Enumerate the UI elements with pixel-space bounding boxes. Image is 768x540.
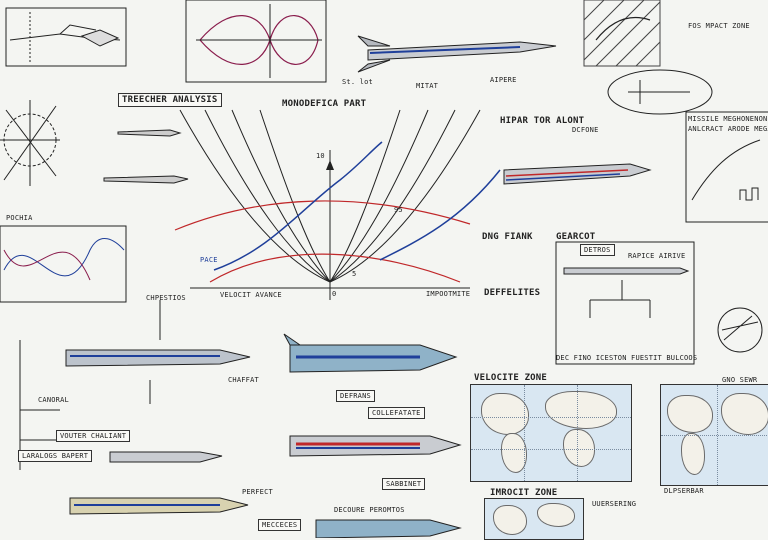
label-collefatate: COLLEFATATE xyxy=(368,407,425,419)
label-gearcot: GEARCOT xyxy=(556,232,596,242)
label-treecher-analysis: TREECHER ANALYSIS xyxy=(118,93,222,107)
label-impootmite: IMPOOTMITE xyxy=(426,290,471,298)
label-imrocit-zone: IMROCIT ZONE xyxy=(490,488,558,498)
label-deffelites: DEFFELITES xyxy=(484,288,541,298)
label-velocit-avance: VELOCIT AVANCE xyxy=(220,291,282,299)
hipar-missile xyxy=(503,163,652,185)
label-vouter: VOUTER CHALIANT xyxy=(56,430,131,442)
top-missile xyxy=(357,35,557,73)
bottom-missile xyxy=(69,497,249,515)
center-missile-2 xyxy=(289,435,462,457)
label-chpestios: CHPESTIOS xyxy=(146,294,186,302)
bottom-missile-left xyxy=(109,451,223,463)
label-mecceces: MECCECES xyxy=(258,519,302,531)
label-pocha: POCHIA xyxy=(6,214,33,222)
label-apepore: AIPERE xyxy=(490,76,517,84)
sine-box xyxy=(0,225,127,303)
label-seleb: St. lot xyxy=(342,78,373,86)
label-rapice-arive: RAPICE AIRIVE xyxy=(628,252,686,260)
label-monodefica-part: MONODEFICA PART xyxy=(282,99,367,109)
label-gno-sewr: GNO SEWR xyxy=(722,376,758,384)
right-map xyxy=(660,384,768,486)
label-perfect: PERFECT xyxy=(242,488,273,496)
left-flowchart xyxy=(19,300,161,470)
label-dec-fino: DEC FINO ICESTON FUESTIT BULCOOS xyxy=(556,354,698,362)
chart-label-0: 0 xyxy=(332,290,337,298)
label-detros: DETROS xyxy=(580,244,615,256)
label-anlcract-arode: ANLCRACT ARODE MEGA xyxy=(688,125,768,133)
velocite-map xyxy=(470,384,632,482)
label-dcfope: DCFONE xyxy=(572,126,599,134)
loop-graph xyxy=(185,0,327,83)
chart-label-10: 10 xyxy=(316,152,325,160)
label-chaffat: CHAFFAT xyxy=(228,376,259,384)
center-missile xyxy=(283,333,458,373)
bottom-center-missile xyxy=(315,519,462,538)
mid-left-missile xyxy=(65,349,251,367)
label-sabbinet: SABBINET xyxy=(382,478,426,490)
imrocit-map xyxy=(484,498,584,540)
label-decoure: DECOURE PEROMTOS xyxy=(334,506,405,514)
label-defrans: DEFRANS xyxy=(336,390,375,402)
right-circle xyxy=(717,307,763,353)
impact-oval xyxy=(607,69,713,115)
chart-label-5: 5 xyxy=(352,270,357,278)
label-fos-mpact-zone: FOS MPACT ZONE xyxy=(688,22,750,30)
label-hipar-tor-alont: HIPAR TOR ALONT xyxy=(500,116,585,126)
label-uuersuing: UUERSERING xyxy=(592,500,637,508)
top-left-diagram xyxy=(5,7,127,67)
gearcot-diagram xyxy=(555,241,695,365)
trajectory-chart xyxy=(174,109,501,300)
hatched-panel xyxy=(583,0,661,67)
label-velocite-zone: VELOCITE ZONE xyxy=(474,373,548,383)
left-small-missiles xyxy=(103,129,189,184)
label-laralogs: LARALOGS BAPERT xyxy=(18,450,93,462)
chart-label-95: 95 xyxy=(394,206,403,214)
label-missile-mechanics: MISSILE MEGHONENON xyxy=(688,115,768,123)
label-dlpserbar: DLPSERBAR xyxy=(664,487,704,495)
label-mitat: MITAT xyxy=(416,82,439,90)
label-canoral: CANORAL xyxy=(38,396,69,404)
chart-label-pace: PACE xyxy=(200,256,218,264)
label-dng-fiank: DNG FIANK xyxy=(482,232,533,242)
radial-diagram xyxy=(0,100,60,186)
right-panel-chart xyxy=(685,111,768,223)
